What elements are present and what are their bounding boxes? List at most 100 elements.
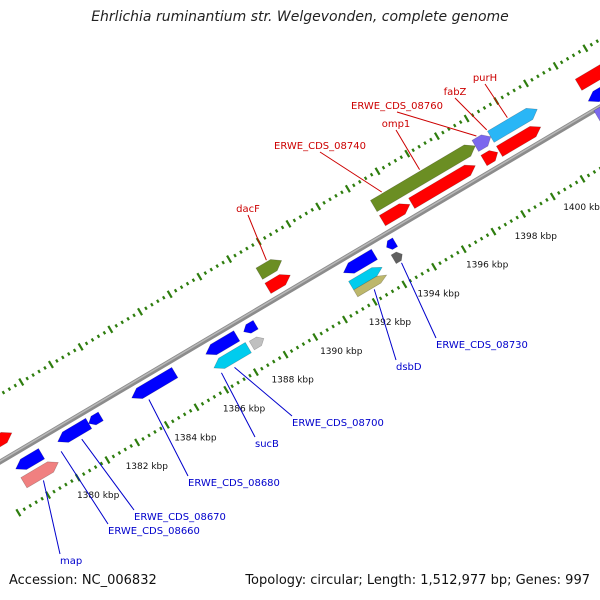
tick-mark-forward [31,373,35,377]
tick-mark-reverse [450,254,454,259]
tick-mark-forward [245,246,249,251]
gene-sucB-partial [248,336,265,351]
tick-mark-forward [404,149,411,158]
tick-mark-forward [352,183,356,188]
tick-mark-reverse [337,321,341,325]
scale-label: 1390 kbp [320,347,363,357]
tick-mark-reverse [236,380,240,385]
gene-dsbD-b [353,274,388,298]
tick-mark-reverse [153,429,157,434]
tick-mark-reverse [22,507,27,512]
tick-mark-forward [162,295,166,300]
genome-backbone-highlight [0,105,600,462]
tick-mark-reverse [176,415,181,420]
tick-mark-forward [90,337,95,342]
genome-backbone [0,104,600,465]
tick-mark-forward [506,91,510,96]
cds-fabZ [480,150,499,167]
tick-mark-reverse [331,324,335,329]
label-dsbD: dsbD [396,362,422,373]
gene-sucB [213,342,252,369]
tick-mark-reverse [212,394,217,399]
cds-ERWE_CDS_08730 [386,237,399,250]
label-map-leader [42,480,61,555]
tick-mark-reverse [295,345,300,350]
tick-mark-forward [447,127,451,131]
tick-mark-reverse [70,479,74,484]
tick-mark-forward [233,253,237,258]
tick-mark-reverse [371,297,378,306]
tick-mark-reverse [390,289,395,294]
tick-mark-forward [61,355,65,360]
tick-mark-forward [304,211,309,216]
tick-mark-reverse [545,198,549,202]
tick-mark-reverse [414,275,419,280]
tick-mark-reverse [562,187,567,192]
label-omp1-leader [395,129,421,170]
tick-mark-forward [43,366,47,370]
label-fabZ-leader [454,97,488,131]
tick-mark-reverse [479,236,484,241]
cds-edge-right-reverse [587,86,600,103]
tick-mark-reverse [271,359,276,364]
tick-mark-forward [150,302,154,307]
label-fabZ: fabZ [444,87,467,98]
scale-label: 1398 kbp [515,232,558,242]
tick-mark-reverse [34,500,38,505]
tick-mark-reverse [319,331,324,336]
tick-mark-forward [77,342,84,351]
gene-ERWE_CDS_08730 [390,251,403,265]
tick-mark-reverse [134,438,141,447]
tick-mark-forward [102,330,107,335]
cds-ERWE_CDS_08700 [205,330,241,356]
tick-mark-forward [226,255,233,264]
tick-mark-reverse [104,455,111,465]
tick-mark-forward [476,109,481,114]
tick-mark-forward [25,376,29,381]
tick-mark-reverse [401,280,408,289]
tick-mark-forward [156,299,160,304]
scale-label: 1380 kbp [77,491,120,501]
tick-mark-forward [552,61,559,70]
accession-label: Accession: NC_006832 [9,573,157,588]
tick-mark-reverse [277,356,282,361]
tick-mark-reverse [467,243,472,248]
tick-mark-reverse [579,174,586,183]
tick-mark-forward [582,44,589,53]
label-ERWE_CDS_08700: ERWE_CDS_08700 [292,418,384,429]
tick-mark-reverse [111,454,116,459]
label-dsbD-leader [373,289,397,361]
label-ERWE_CDS_08680-leader [148,399,189,477]
label-ERWE_CDS_08660: ERWE_CDS_08660 [108,526,200,537]
tick-mark-reverse [182,412,187,417]
tick-mark-reverse [93,465,98,469]
tick-mark-forward [268,232,273,237]
label-ERWE_CDS_08730: ERWE_CDS_08730 [436,340,528,351]
tick-mark-reverse [188,408,193,413]
tick-mark-forward [315,202,322,211]
tick-mark-reverse [549,192,556,201]
tick-mark-forward [196,272,203,281]
tick-mark-forward [251,243,255,247]
tick-mark-forward [441,130,445,135]
tick-mark-reverse [99,461,104,466]
tick-mark-forward [512,88,516,93]
tick-mark-forward [429,137,433,142]
tick-mark-forward [411,148,415,153]
cds-ERWE_CDS_08680 [88,411,104,426]
tick-mark-reverse [515,215,519,220]
tick-mark-forward [1,390,6,395]
tick-mark-reverse [266,363,270,368]
label-ERWE_CDS_08740: ERWE_CDS_08740 [274,141,366,152]
tick-mark-reverse [456,250,460,255]
tick-mark-reverse [52,489,56,494]
label-map: map [60,556,82,567]
tick-mark-reverse [473,240,478,245]
tick-mark-forward [559,60,564,65]
tick-mark-forward [381,165,386,170]
cds-dacF [264,274,291,294]
tick-mark-reverse [141,436,145,441]
tick-mark-forward [37,369,41,374]
